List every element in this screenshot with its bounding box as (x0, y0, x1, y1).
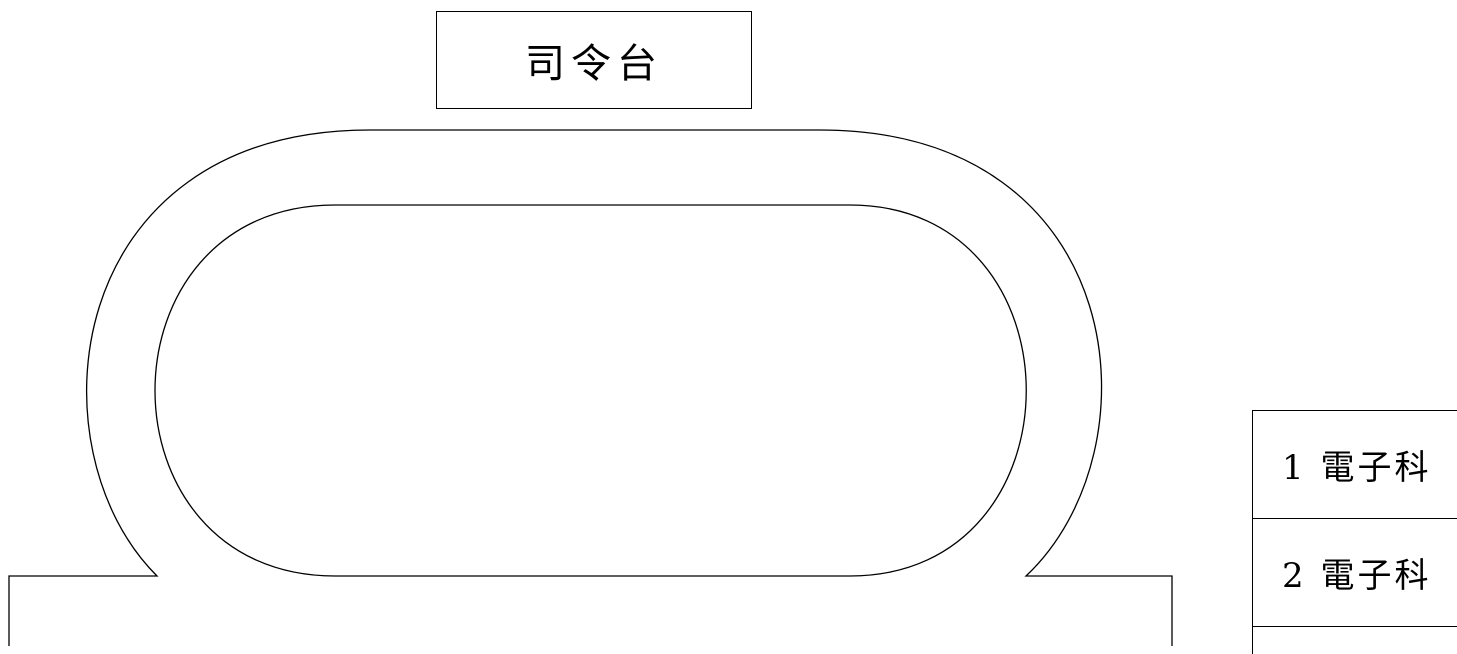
class-row-1: 1 電子科 (1253, 411, 1457, 519)
stage-box: 司令台 (436, 11, 752, 109)
class-label-1: 1 電子科 (1282, 448, 1432, 488)
stage-label: 司令台 (525, 41, 663, 87)
inner-track-boundary (154, 204, 1027, 577)
class-row-2: 2 電子科 (1253, 519, 1457, 627)
class-list: 1 電子科 2 電子科 (1252, 410, 1457, 654)
outer-track-boundary (8, 129, 1173, 646)
class-label-2: 2 電子科 (1282, 556, 1432, 596)
